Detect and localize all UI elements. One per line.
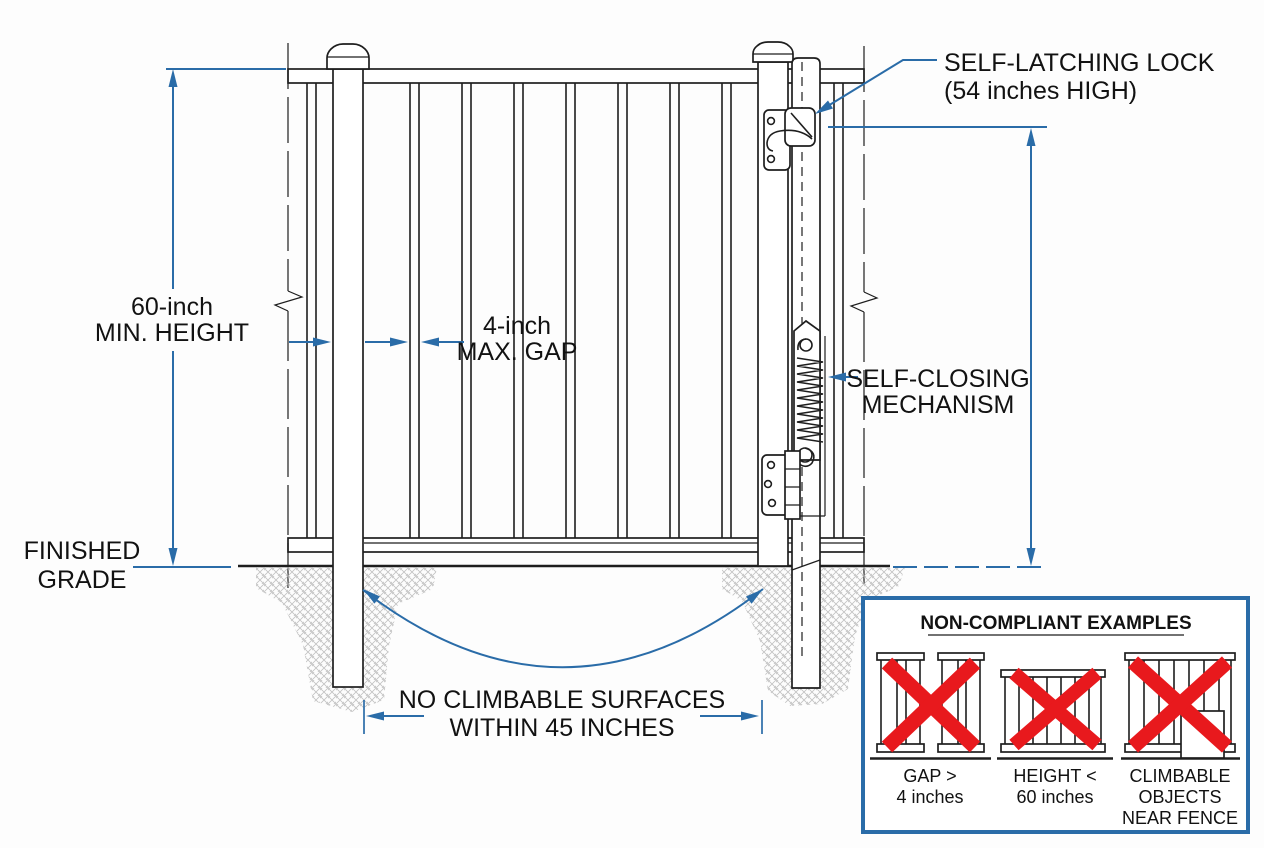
arrow-up-icon bbox=[1026, 128, 1036, 146]
arrow-left-icon bbox=[828, 372, 846, 382]
screw-icon bbox=[766, 460, 776, 470]
arrow-left-icon bbox=[366, 711, 384, 721]
red-x-icon bbox=[1009, 667, 1102, 751]
label-self-latching-line2: (54 inches HIGH) bbox=[944, 77, 1137, 105]
dim-lock-height bbox=[828, 126, 1047, 568]
arrow-up-left-icon bbox=[363, 589, 380, 604]
latch-handle bbox=[766, 129, 813, 152]
noncompliant-title: NON-COMPLIANT EXAMPLES bbox=[920, 613, 1191, 634]
screw-icon bbox=[766, 116, 776, 126]
spring-coil bbox=[796, 357, 824, 443]
arc-leader-no-climb bbox=[362, 588, 764, 669]
arrow-down-left-icon bbox=[815, 100, 833, 114]
fence-pickets bbox=[306, 83, 844, 538]
noncompliant-example-climbable bbox=[1121, 652, 1240, 760]
noncompliant-box: NON-COMPLIANT EXAMPLES bbox=[861, 596, 1250, 834]
label-max-gap-line2: MAX. GAP bbox=[457, 338, 578, 366]
latch-assembly bbox=[763, 107, 816, 171]
break-symbol-icon bbox=[273, 290, 304, 312]
dim-45-inches bbox=[363, 700, 763, 734]
caption-climbable-line3: NEAR FENCE bbox=[1122, 808, 1238, 828]
dimensions bbox=[133, 59, 1047, 734]
gate-post-cap bbox=[752, 41, 794, 63]
label-self-closing-line2: MECHANISM bbox=[862, 391, 1015, 419]
arrow-right-icon bbox=[741, 711, 759, 721]
label-finished-grade-line1: FINISHED bbox=[24, 537, 141, 565]
break-symbol-icon bbox=[849, 291, 879, 313]
arrow-down-icon bbox=[168, 548, 178, 566]
arrow-right-icon bbox=[390, 337, 408, 347]
caption-climbable-line1: CLIMBABLE bbox=[1129, 766, 1230, 786]
caption-gap-line2: 4 inches bbox=[896, 787, 963, 807]
label-min-height-line2: MIN. HEIGHT bbox=[95, 319, 249, 347]
screw-icon bbox=[766, 154, 776, 164]
left-break-line bbox=[273, 43, 304, 588]
label-no-climbable-line1: NO CLIMBABLE SURFACES bbox=[399, 686, 725, 714]
arrow-up-right-icon bbox=[746, 589, 763, 604]
hinge-barrel bbox=[784, 450, 801, 520]
label-self-latching-line1: SELF-LATCHING LOCK bbox=[944, 49, 1215, 77]
label-self-closing-line1: SELF-CLOSING bbox=[846, 365, 1029, 393]
red-x-icon bbox=[881, 657, 981, 753]
arrow-right-icon bbox=[313, 337, 331, 347]
caption-height-line2: 60 inches bbox=[1016, 787, 1093, 807]
arrow-left-icon bbox=[421, 337, 439, 347]
left-post bbox=[326, 43, 370, 688]
caption-height-line1: HEIGHT < bbox=[1013, 766, 1096, 786]
label-min-height-line1: 60-inch bbox=[131, 293, 213, 321]
arrow-up-icon bbox=[168, 69, 178, 87]
caption-climbable-line2: OBJECTS bbox=[1138, 787, 1221, 807]
fence-drawing bbox=[238, 41, 905, 712]
red-x-icon bbox=[1127, 656, 1233, 753]
leader-self-latching bbox=[815, 59, 937, 114]
latch-body bbox=[784, 107, 816, 147]
dim-max-gap bbox=[289, 337, 464, 347]
label-finished-grade-line2: GRADE bbox=[38, 566, 127, 594]
label-max-gap-line1: 4-inch bbox=[483, 312, 551, 340]
label-no-climbable-line2: WITHIN 45 INCHES bbox=[449, 714, 674, 742]
arrow-down-icon bbox=[1026, 548, 1036, 566]
screw-icon bbox=[763, 479, 773, 489]
spring-assembly bbox=[793, 319, 826, 517]
noncompliant-example-height bbox=[997, 667, 1113, 760]
screw-icon bbox=[767, 498, 777, 508]
dim-min-height bbox=[133, 68, 286, 568]
noncompliant-example-gap bbox=[870, 652, 991, 760]
right-break-line bbox=[849, 46, 879, 584]
caption-gap-line1: GAP > bbox=[903, 766, 956, 786]
hinge-assembly bbox=[761, 450, 801, 520]
leader-self-closing bbox=[828, 372, 858, 382]
